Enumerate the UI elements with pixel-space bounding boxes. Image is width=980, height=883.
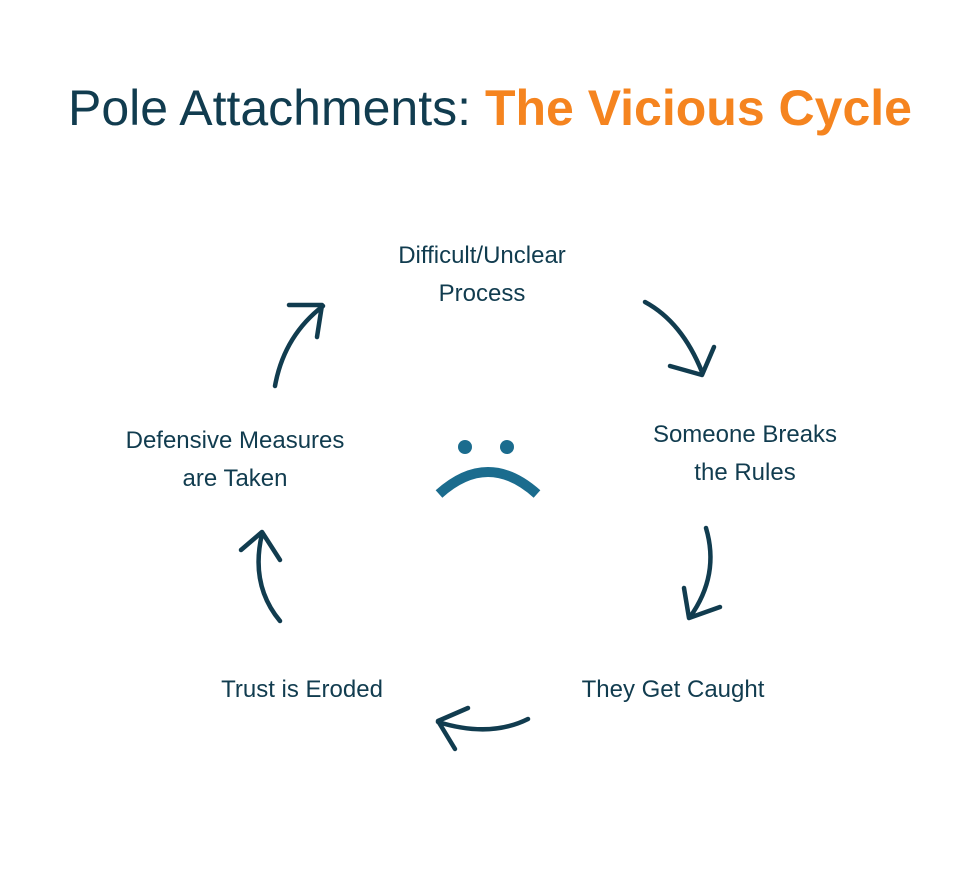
title-accent: The Vicious Cycle — [484, 80, 912, 136]
arrow-icon-5-to-1 — [272, 302, 326, 389]
cycle-step-line: Defensive Measures — [125, 427, 345, 454]
cycle-step-trust-eroded: Trust is Eroded — [152, 671, 452, 709]
cycle-step-difficult-process: Difficult/Unclear Process — [322, 237, 642, 313]
cycle-step-line: Someone Breaks — [652, 421, 838, 448]
frown — [435, 467, 541, 498]
left-eye — [458, 440, 472, 454]
arrow-icon-4-to-5 — [238, 529, 283, 624]
arrow-icon-1-to-2 — [642, 299, 717, 378]
cycle-step-line: the Rules — [694, 459, 796, 486]
cycle-step-line: Trust is Eroded — [221, 676, 383, 703]
title-main: Pole Attachments: — [68, 80, 472, 136]
cycle-step-breaks-rules: Someone Breaks the Rules — [590, 416, 900, 492]
cycle-step-line: They Get Caught — [581, 676, 765, 703]
cycle-step-get-caught: They Get Caught — [523, 671, 823, 709]
arrow-icon-3-to-4 — [435, 705, 531, 752]
cycle-step-defensive-measures: Defensive Measures are Taken — [85, 422, 385, 498]
cycle-step-line: Process — [438, 280, 526, 307]
cycle-step-line: are Taken — [182, 465, 288, 492]
sad-face-icon — [435, 440, 541, 498]
cycle-step-line: Difficult/Unclear — [398, 242, 566, 269]
right-eye — [500, 440, 514, 454]
arrow-icon-2-to-3 — [681, 525, 723, 621]
page-title: Pole Attachments: The Vicious Cycle — [0, 78, 980, 138]
